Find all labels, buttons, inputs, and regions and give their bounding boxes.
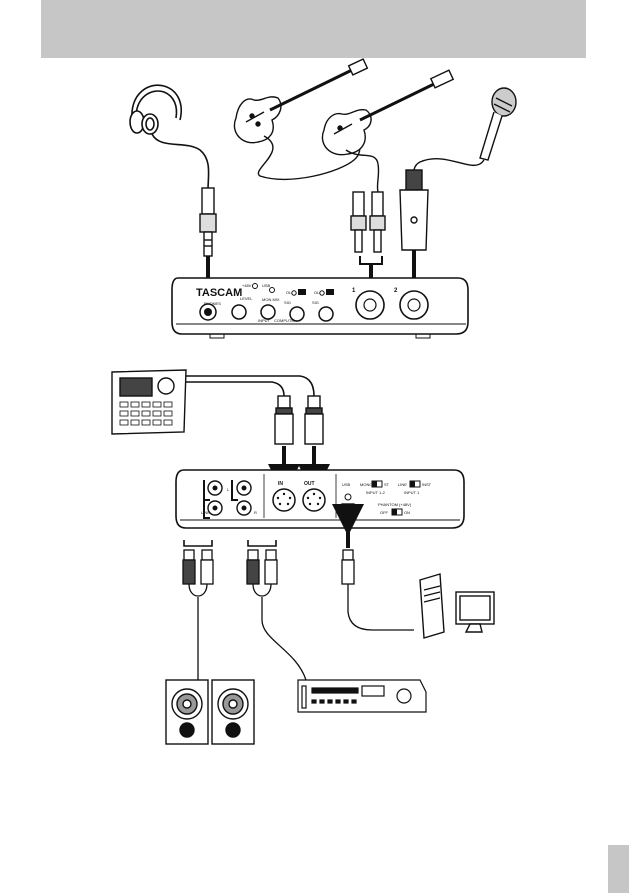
front-brand: TASCAM <box>196 287 242 299</box>
st-label: ST <box>384 482 390 487</box>
headphones-icon <box>129 84 210 191</box>
combo-1-label: 1 <box>352 288 356 294</box>
off-label: OFF <box>380 510 389 515</box>
ol-led-2 <box>319 290 325 296</box>
input-1-label: INPUT 1 <box>404 490 420 495</box>
inst-label: INST <box>422 482 432 487</box>
phantom-led <box>252 283 258 289</box>
midi-in-port <box>272 488 296 512</box>
usb-label: USB <box>342 482 351 487</box>
phones-label: PHONES <box>204 301 221 306</box>
sig-label-2: SIG <box>312 300 319 305</box>
guitar-plugs <box>350 191 386 253</box>
ol-label-1: OL <box>286 290 292 295</box>
mono-label: MONO <box>360 482 372 487</box>
phantom-label: PHANTOM (+48V) <box>378 502 412 507</box>
line-inst-label: LINE <box>398 482 407 487</box>
level-label: LEVEL <box>240 296 253 301</box>
rca-plugs-out <box>182 549 214 680</box>
xlr-plug <box>399 169 429 251</box>
usb-led <box>269 287 275 293</box>
combo-jack-2-core <box>407 298 421 312</box>
gain-knob-1 <box>289 306 305 322</box>
midi-in-label: IN <box>278 481 283 487</box>
midi-out-port <box>302 488 326 512</box>
midi-out-label: OUT <box>304 481 315 487</box>
microphone-icon <box>413 87 517 181</box>
midi-cable-in <box>186 381 285 397</box>
rear-line-label: LINE <box>201 510 210 515</box>
phantom-led-label: +48V <box>242 283 252 288</box>
header-band <box>41 0 586 58</box>
mon-mix-knob <box>260 304 276 320</box>
input-label: INPUT <box>258 318 271 323</box>
rear-r-label: R <box>254 510 257 515</box>
rca-brackets <box>203 480 238 519</box>
phones-jack-hole <box>204 308 212 316</box>
rear-l-label: L <box>227 487 230 492</box>
ol-label-2: OL <box>314 290 320 295</box>
drum-machine-icon <box>111 369 187 435</box>
headphone-plug <box>199 187 217 257</box>
cd-player-icon <box>297 679 427 713</box>
gain-knob-2 <box>318 306 334 322</box>
midi-plugs <box>274 395 324 445</box>
computer-icon <box>419 573 495 639</box>
electric-guitar-icon <box>233 58 369 181</box>
on-label: ON <box>404 510 410 515</box>
combo-jack-1-core <box>363 298 377 312</box>
ol-led-1 <box>291 290 297 296</box>
guitar-bracket <box>359 256 383 265</box>
mon-mix-label: MON MIX <box>262 297 280 302</box>
rear-panel: LINE L R IN OUT USB MONO ST INPUT 1-2 LI… <box>175 469 465 529</box>
rca-plugs-in <box>246 549 307 681</box>
usb-led-label: USB <box>262 283 271 288</box>
level-knob <box>231 304 247 320</box>
front-panel: TASCAM PHONES LEVEL MON MIX INPUT COMPUT… <box>171 277 469 339</box>
combo-2-label: 2 <box>394 288 398 294</box>
speaker-icon <box>165 679 255 745</box>
page-tab <box>608 845 629 893</box>
computer-label: COMPUTER <box>274 318 297 323</box>
input-12-label: INPUT 1-2 <box>366 490 386 495</box>
sig-label-1: SIG <box>284 300 291 305</box>
ch1-switch <box>298 289 306 295</box>
midi-cable-out <box>186 375 315 397</box>
ch2-switch <box>326 289 334 295</box>
bass-guitar-icon <box>321 69 455 193</box>
usb-cable-plug <box>341 549 414 631</box>
